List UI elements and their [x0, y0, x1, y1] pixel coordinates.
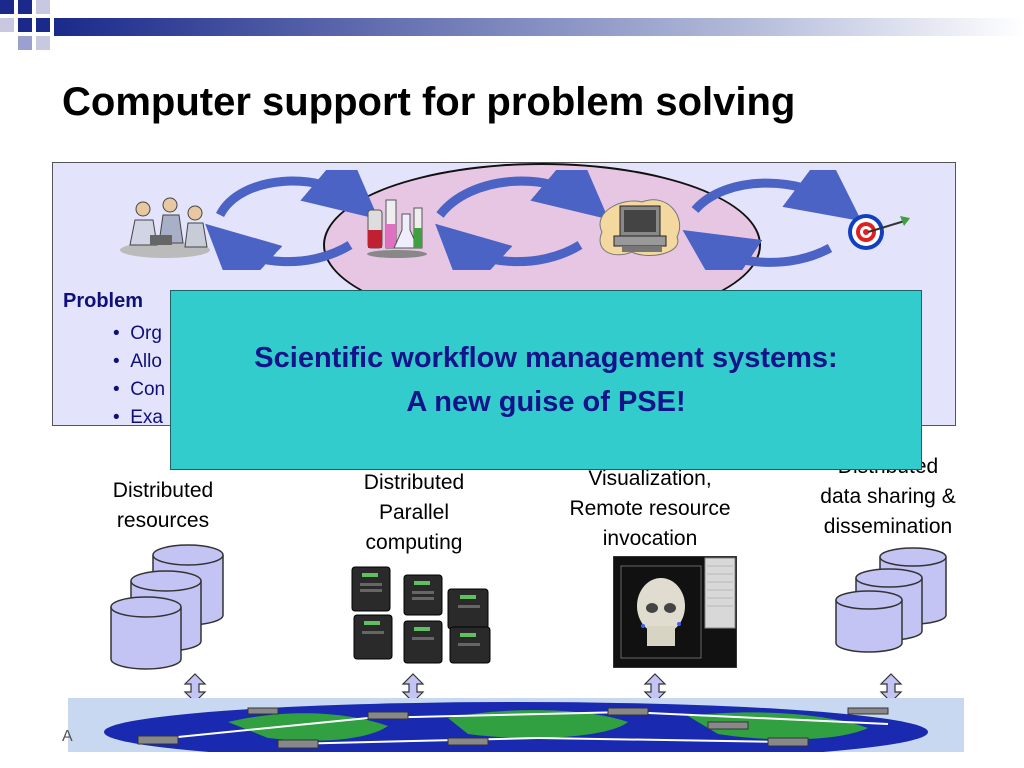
bullet-item: Org: [113, 320, 165, 348]
cycle-arrows: [205, 170, 860, 270]
lab-flasks-icon: [367, 199, 427, 258]
label-distributed-resources: Distributed resources: [112, 479, 214, 532]
computer-icon: [599, 199, 681, 256]
label-visualization: Visualization, Remote resource invocatio…: [569, 467, 731, 550]
server-icon: [351, 566, 491, 664]
slide-title: Computer support for problem solving: [62, 80, 796, 124]
bullet-item: Allo: [113, 348, 165, 376]
problem-heading: Problem: [63, 290, 144, 312]
callout-line-1: Scientific workflow management systems:: [254, 342, 838, 374]
callout-box: Scientific workflow management systems: …: [170, 290, 922, 470]
database-icon: [835, 547, 947, 653]
problem-bullet-list: Org Allo Con Exa: [113, 320, 165, 432]
footer-fragment: A: [62, 728, 73, 745]
callout-line-2: A new guise of PSE!: [406, 386, 686, 418]
double-arrow-icons: [183, 673, 903, 703]
skull-visualization-icon: [613, 556, 737, 668]
target-icon: [848, 214, 910, 250]
bullet-item: Con: [113, 376, 165, 404]
label-parallel-computing: Distributed Parallel computing: [363, 471, 465, 554]
bullet-item: Exa: [113, 404, 165, 432]
people-meeting-icon: [120, 197, 210, 258]
globe-network-icon: [68, 698, 964, 752]
database-icon: [110, 544, 224, 670]
slide-header-decoration: [0, 0, 1024, 50]
